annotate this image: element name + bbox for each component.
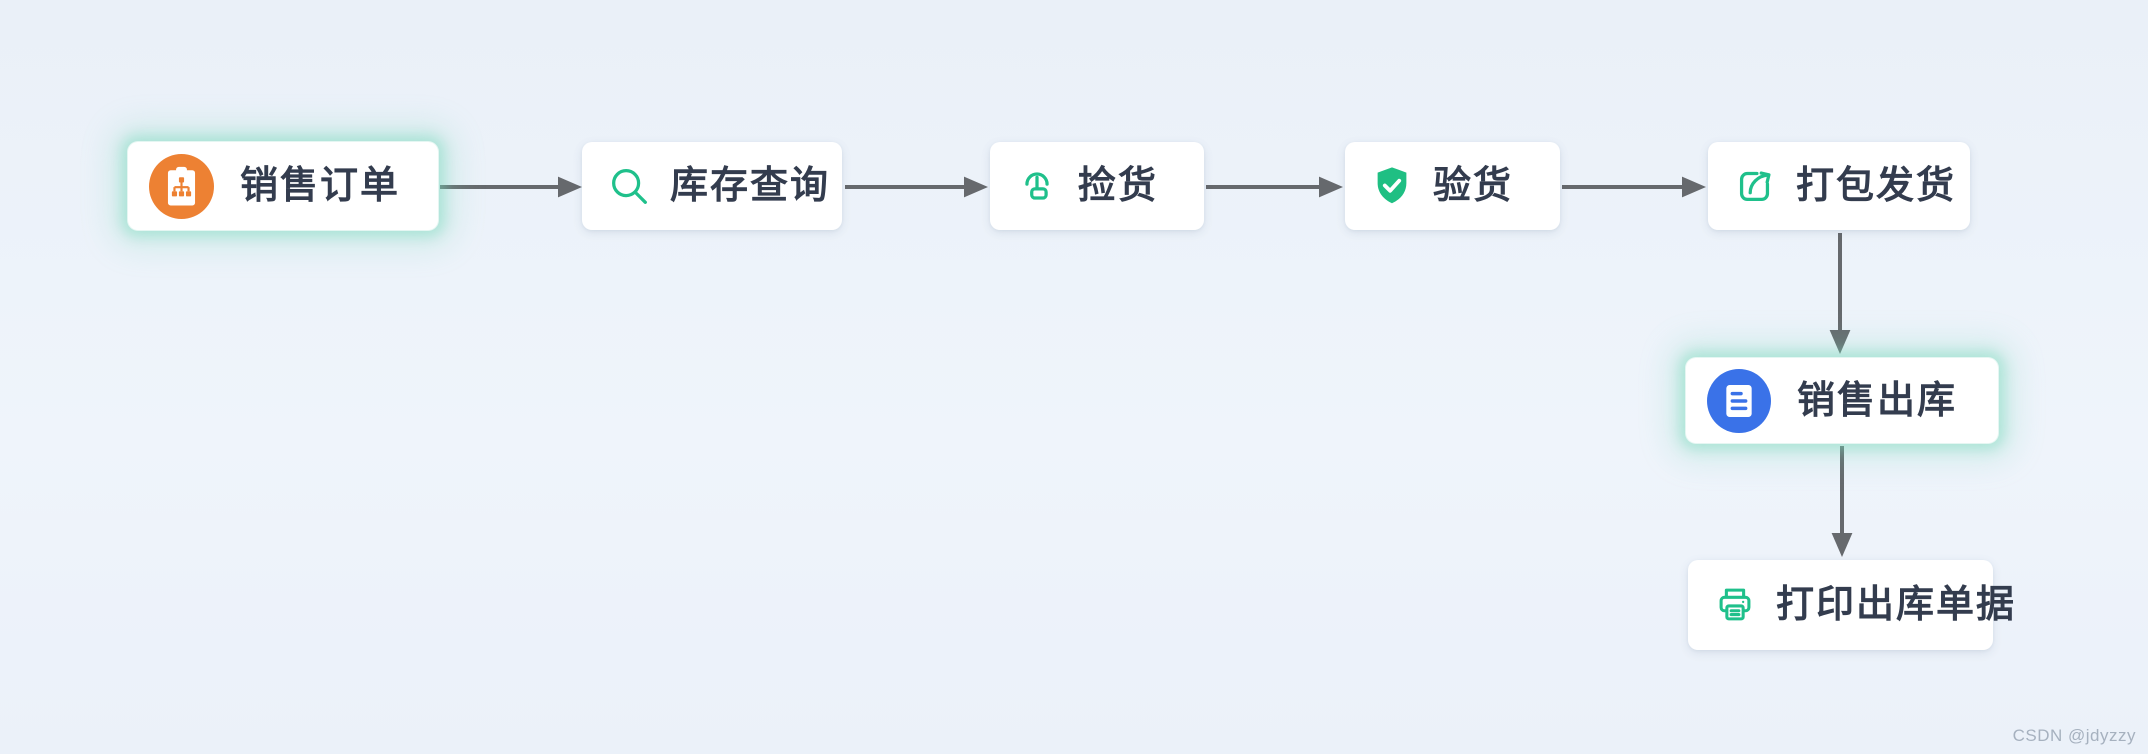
node-label: 打包发货 — [1796, 165, 1957, 207]
search-icon — [606, 163, 652, 209]
node-print-outbound-doc[interactable]: 打印出库单据 — [1688, 560, 2014, 650]
clipboard-org-icon — [149, 153, 214, 219]
document-lines-icon — [1707, 368, 1771, 433]
node-inspection[interactable]: 验货 — [1345, 142, 1560, 230]
node-picking[interactable]: 捡货 — [990, 142, 1204, 230]
node-label: 库存查询 — [670, 165, 831, 207]
node-sales-order[interactable]: 销售订单 — [128, 142, 438, 230]
node-label: 销售订单 — [240, 165, 401, 207]
node-label: 捡货 — [1078, 165, 1159, 207]
node-inventory-query[interactable]: 库存查询 — [582, 142, 842, 230]
shield-check-icon — [1369, 163, 1415, 209]
tap-finger-icon — [1014, 163, 1060, 209]
printer-icon — [1712, 582, 1758, 628]
watermark: CSDN @jdyzzy — [2012, 726, 2136, 745]
node-sales-outbound[interactable]: 销售出库 — [1686, 358, 1998, 443]
node-pack-ship[interactable]: 打包发货 — [1708, 142, 1970, 230]
node-label: 打印出库单据 — [1776, 584, 2017, 626]
node-label: 验货 — [1433, 165, 1514, 207]
share-arrow-icon — [1732, 163, 1778, 209]
node-label: 销售出库 — [1797, 379, 1958, 422]
